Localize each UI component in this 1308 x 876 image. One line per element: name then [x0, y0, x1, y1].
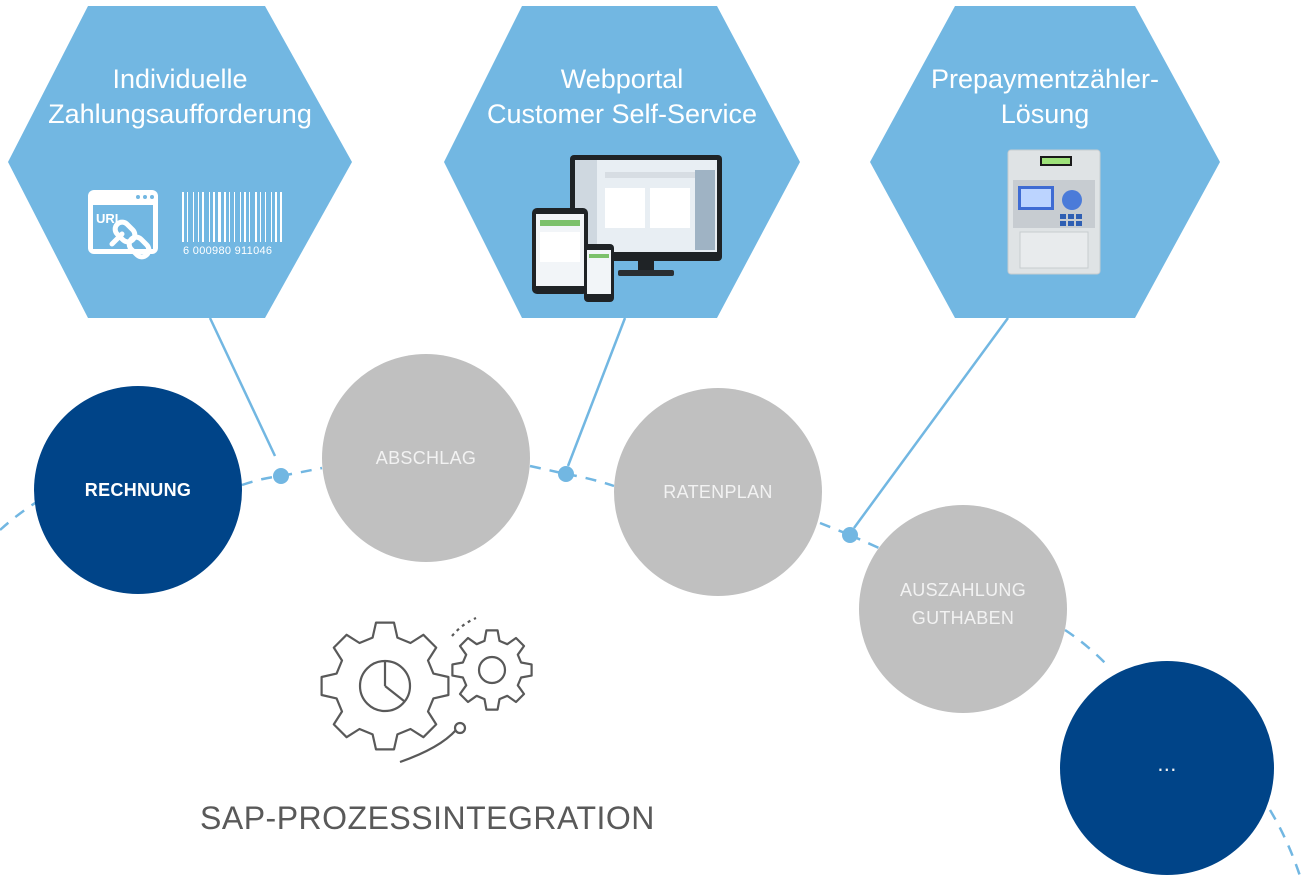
process-title: SAP-PROZESSINTEGRATION: [200, 800, 655, 836]
connector-line-2: [566, 317, 627, 467]
connector-dot-3: [842, 527, 858, 543]
devices-icon: [532, 155, 722, 302]
circle-ratenplan-label: RATENPLAN: [663, 482, 773, 502]
circle-abschlag-label: ABSCHLAG: [375, 448, 477, 468]
hexagon-3-line1: Prepaymentzähler-: [930, 64, 1160, 94]
hexagon-1-title: Individuelle Zahlungsaufforderung: [8, 62, 352, 132]
gears-icon: [320, 616, 533, 764]
hexagon-zahlungsaufforderung: [8, 6, 352, 318]
circle-abschlag: [322, 354, 530, 562]
connector-line-1: [208, 317, 277, 457]
connector-line-3: [852, 317, 1010, 529]
hexagon-1-line1: Individuelle: [112, 64, 248, 94]
hexagon-2-title: Webportal Customer Self-Service: [444, 62, 800, 132]
hexagon-1-line2: Zahlungsaufforderung: [48, 99, 312, 129]
url-link-icon: URL: [88, 190, 158, 260]
circle-more: [1060, 661, 1274, 875]
connectors: [208, 317, 1010, 529]
hexagon-3-title: Prepaymentzähler- Lösung: [870, 62, 1220, 132]
barcode-icon: 6 000980 911046: [182, 192, 282, 257]
prepayment-meter-icon: [1007, 149, 1101, 275]
circle-more-label: ...: [1157, 751, 1177, 776]
circle-auszahlung-label: AUSZAHLUNG GUTHABEN: [859, 576, 1067, 632]
hexagon-2-line2: Customer Self-Service: [486, 99, 758, 129]
circle-auszahlung-line2: GUTHABEN: [911, 608, 1015, 628]
hexagon-3-line2: Lösung: [1000, 99, 1090, 129]
hexagon-2-line1: Webportal: [560, 64, 684, 94]
circle-ratenplan: [614, 388, 822, 596]
circle-auszahlung-line1: AUSZAHLUNG: [899, 580, 1027, 600]
connector-dot-1: [273, 468, 289, 484]
circle-auszahlung: [859, 505, 1067, 713]
barcode-number: 6 000980 911046: [183, 245, 272, 257]
connector-dot-2: [558, 466, 574, 482]
circle-rechnung-label: RECHNUNG: [84, 480, 192, 500]
circle-rechnung: [34, 386, 242, 594]
